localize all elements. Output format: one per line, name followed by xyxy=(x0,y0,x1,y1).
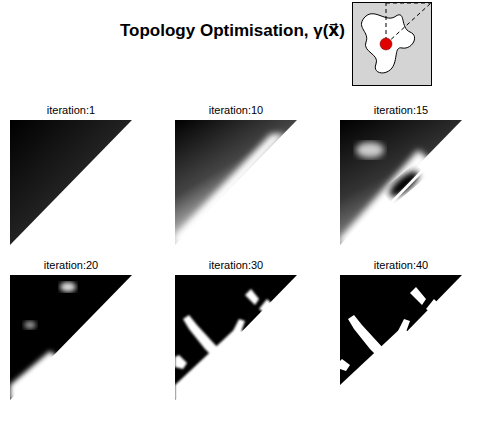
iteration-label: iteration:10 xyxy=(175,104,297,116)
iteration-label: iteration:15 xyxy=(340,104,462,116)
iteration-label: iteration:40 xyxy=(340,259,462,271)
diagram-title: Topology Optimisation, γ(x⃗) xyxy=(120,20,345,41)
iteration-label: iteration:1 xyxy=(10,104,132,116)
iteration-label: iteration:30 xyxy=(175,259,297,271)
iteration-panel xyxy=(10,275,132,400)
domain-sketch xyxy=(352,2,432,86)
iteration-label: iteration:20 xyxy=(10,259,132,271)
iteration-panel xyxy=(340,275,462,400)
iteration-panel xyxy=(10,120,132,245)
iteration-panel xyxy=(340,120,462,245)
iteration-panel xyxy=(175,275,297,400)
iteration-panel xyxy=(175,120,297,245)
